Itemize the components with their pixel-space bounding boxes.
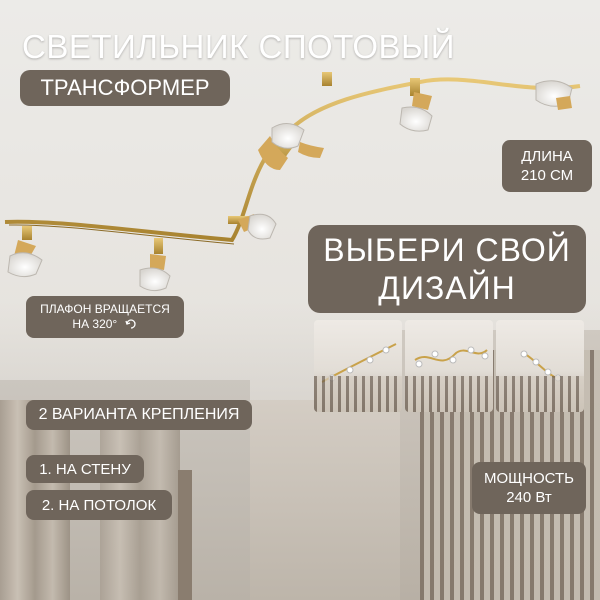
power-label: МОЩНОСТЬ xyxy=(483,470,575,487)
mounting-heading: 2 ВАРИАНТА КРЕПЛЕНИЯ xyxy=(26,400,252,430)
length-label: ДЛИНА xyxy=(521,148,573,165)
design-heading: ВЫБЕРИ СВОЙ ДИЗАЙН xyxy=(308,225,586,313)
rotation-line2: НА 320° xyxy=(72,317,118,331)
spot-4 xyxy=(258,123,324,170)
mounting-option-ceiling: 2. НА ПОТОЛОК xyxy=(26,490,172,520)
spotlight-lamp-illustration xyxy=(4,72,581,292)
rotate-icon xyxy=(124,319,136,329)
spot-2 xyxy=(139,238,171,292)
power-value: 240 Вт xyxy=(506,489,552,506)
rotation-line2-row: НА 320° xyxy=(72,317,137,332)
design-heading-line2: ДИЗАЙН xyxy=(378,270,516,306)
product-subtitle: ТРАНСФОРМЕР xyxy=(20,70,230,106)
rotation-badge: ПЛАФОН ВРАЩАЕТСЯ НА 320° xyxy=(26,296,184,338)
design-heading-line1: ВЫБЕРИ СВОЙ xyxy=(323,232,571,268)
length-value: 210 СМ xyxy=(520,167,574,184)
rotation-line1: ПЛАФОН ВРАЩАЕТСЯ xyxy=(40,302,170,316)
doorway xyxy=(250,400,400,600)
door-post xyxy=(178,470,192,600)
design-variant-3 xyxy=(496,320,584,412)
mounting-option-wall: 1. НА СТЕНУ xyxy=(26,455,144,483)
design-variants xyxy=(314,320,584,412)
length-badge: ДЛИНА 210 СМ xyxy=(502,140,592,192)
power-badge: МОЩНОСТЬ 240 Вт xyxy=(472,462,586,514)
design-variant-2 xyxy=(405,320,493,412)
spot-1 xyxy=(7,226,43,278)
design-variant-1 xyxy=(314,320,402,412)
spot-6 xyxy=(535,80,573,110)
product-title: СВЕТИЛЬНИК СПОТОВЫЙ xyxy=(22,28,455,65)
spot-5 xyxy=(322,72,433,132)
spot-3 xyxy=(228,213,277,240)
